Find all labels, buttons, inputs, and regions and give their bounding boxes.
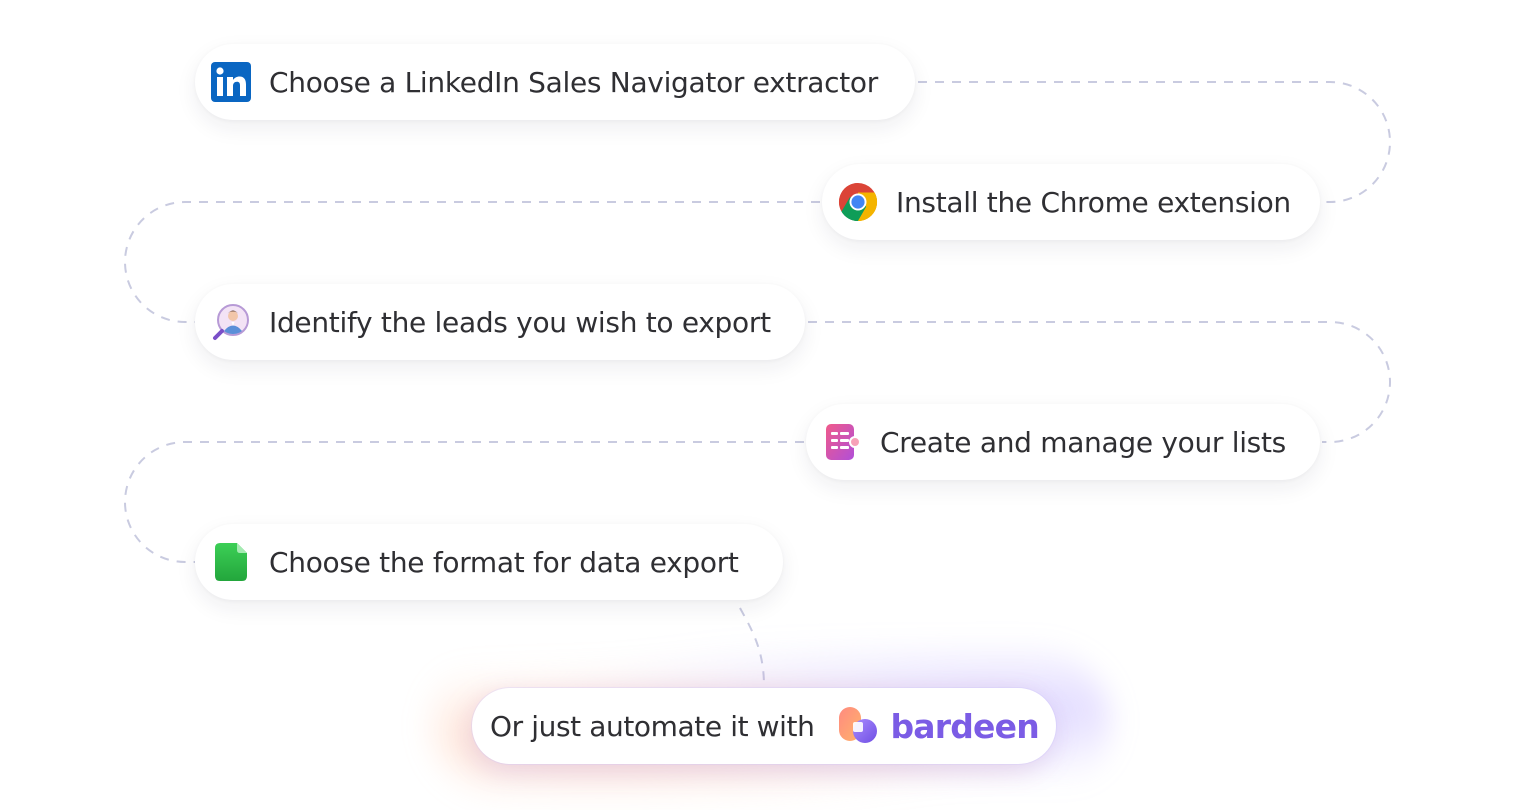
step-identify-leads: Identify the leads you wish to export (195, 284, 805, 360)
linkedin-icon (211, 62, 251, 102)
step-install-extension: Install the Chrome extension (822, 164, 1320, 240)
bardeen-logo-icon (836, 704, 880, 748)
automate-cta[interactable]: Or just automate it with bardeen (472, 688, 1056, 764)
chrome-icon (838, 182, 878, 222)
list-icon (822, 422, 862, 462)
step-label: Choose a LinkedIn Sales Navigator extrac… (269, 65, 878, 99)
bardeen-wordmark: bardeen (890, 706, 1039, 746)
lead-search-icon (211, 302, 251, 342)
step-choose-extractor: Choose a LinkedIn Sales Navigator extrac… (195, 44, 915, 120)
step-label: Install the Chrome extension (896, 185, 1291, 219)
step-choose-format: Choose the format for data export (195, 524, 783, 600)
file-icon (211, 542, 251, 582)
step-manage-lists: Create and manage your lists (806, 404, 1320, 480)
step-label: Choose the format for data export (269, 545, 739, 579)
step-label: Identify the leads you wish to export (269, 305, 771, 339)
step-label: Create and manage your lists (880, 425, 1286, 459)
automate-label: Or just automate it with (490, 709, 815, 743)
